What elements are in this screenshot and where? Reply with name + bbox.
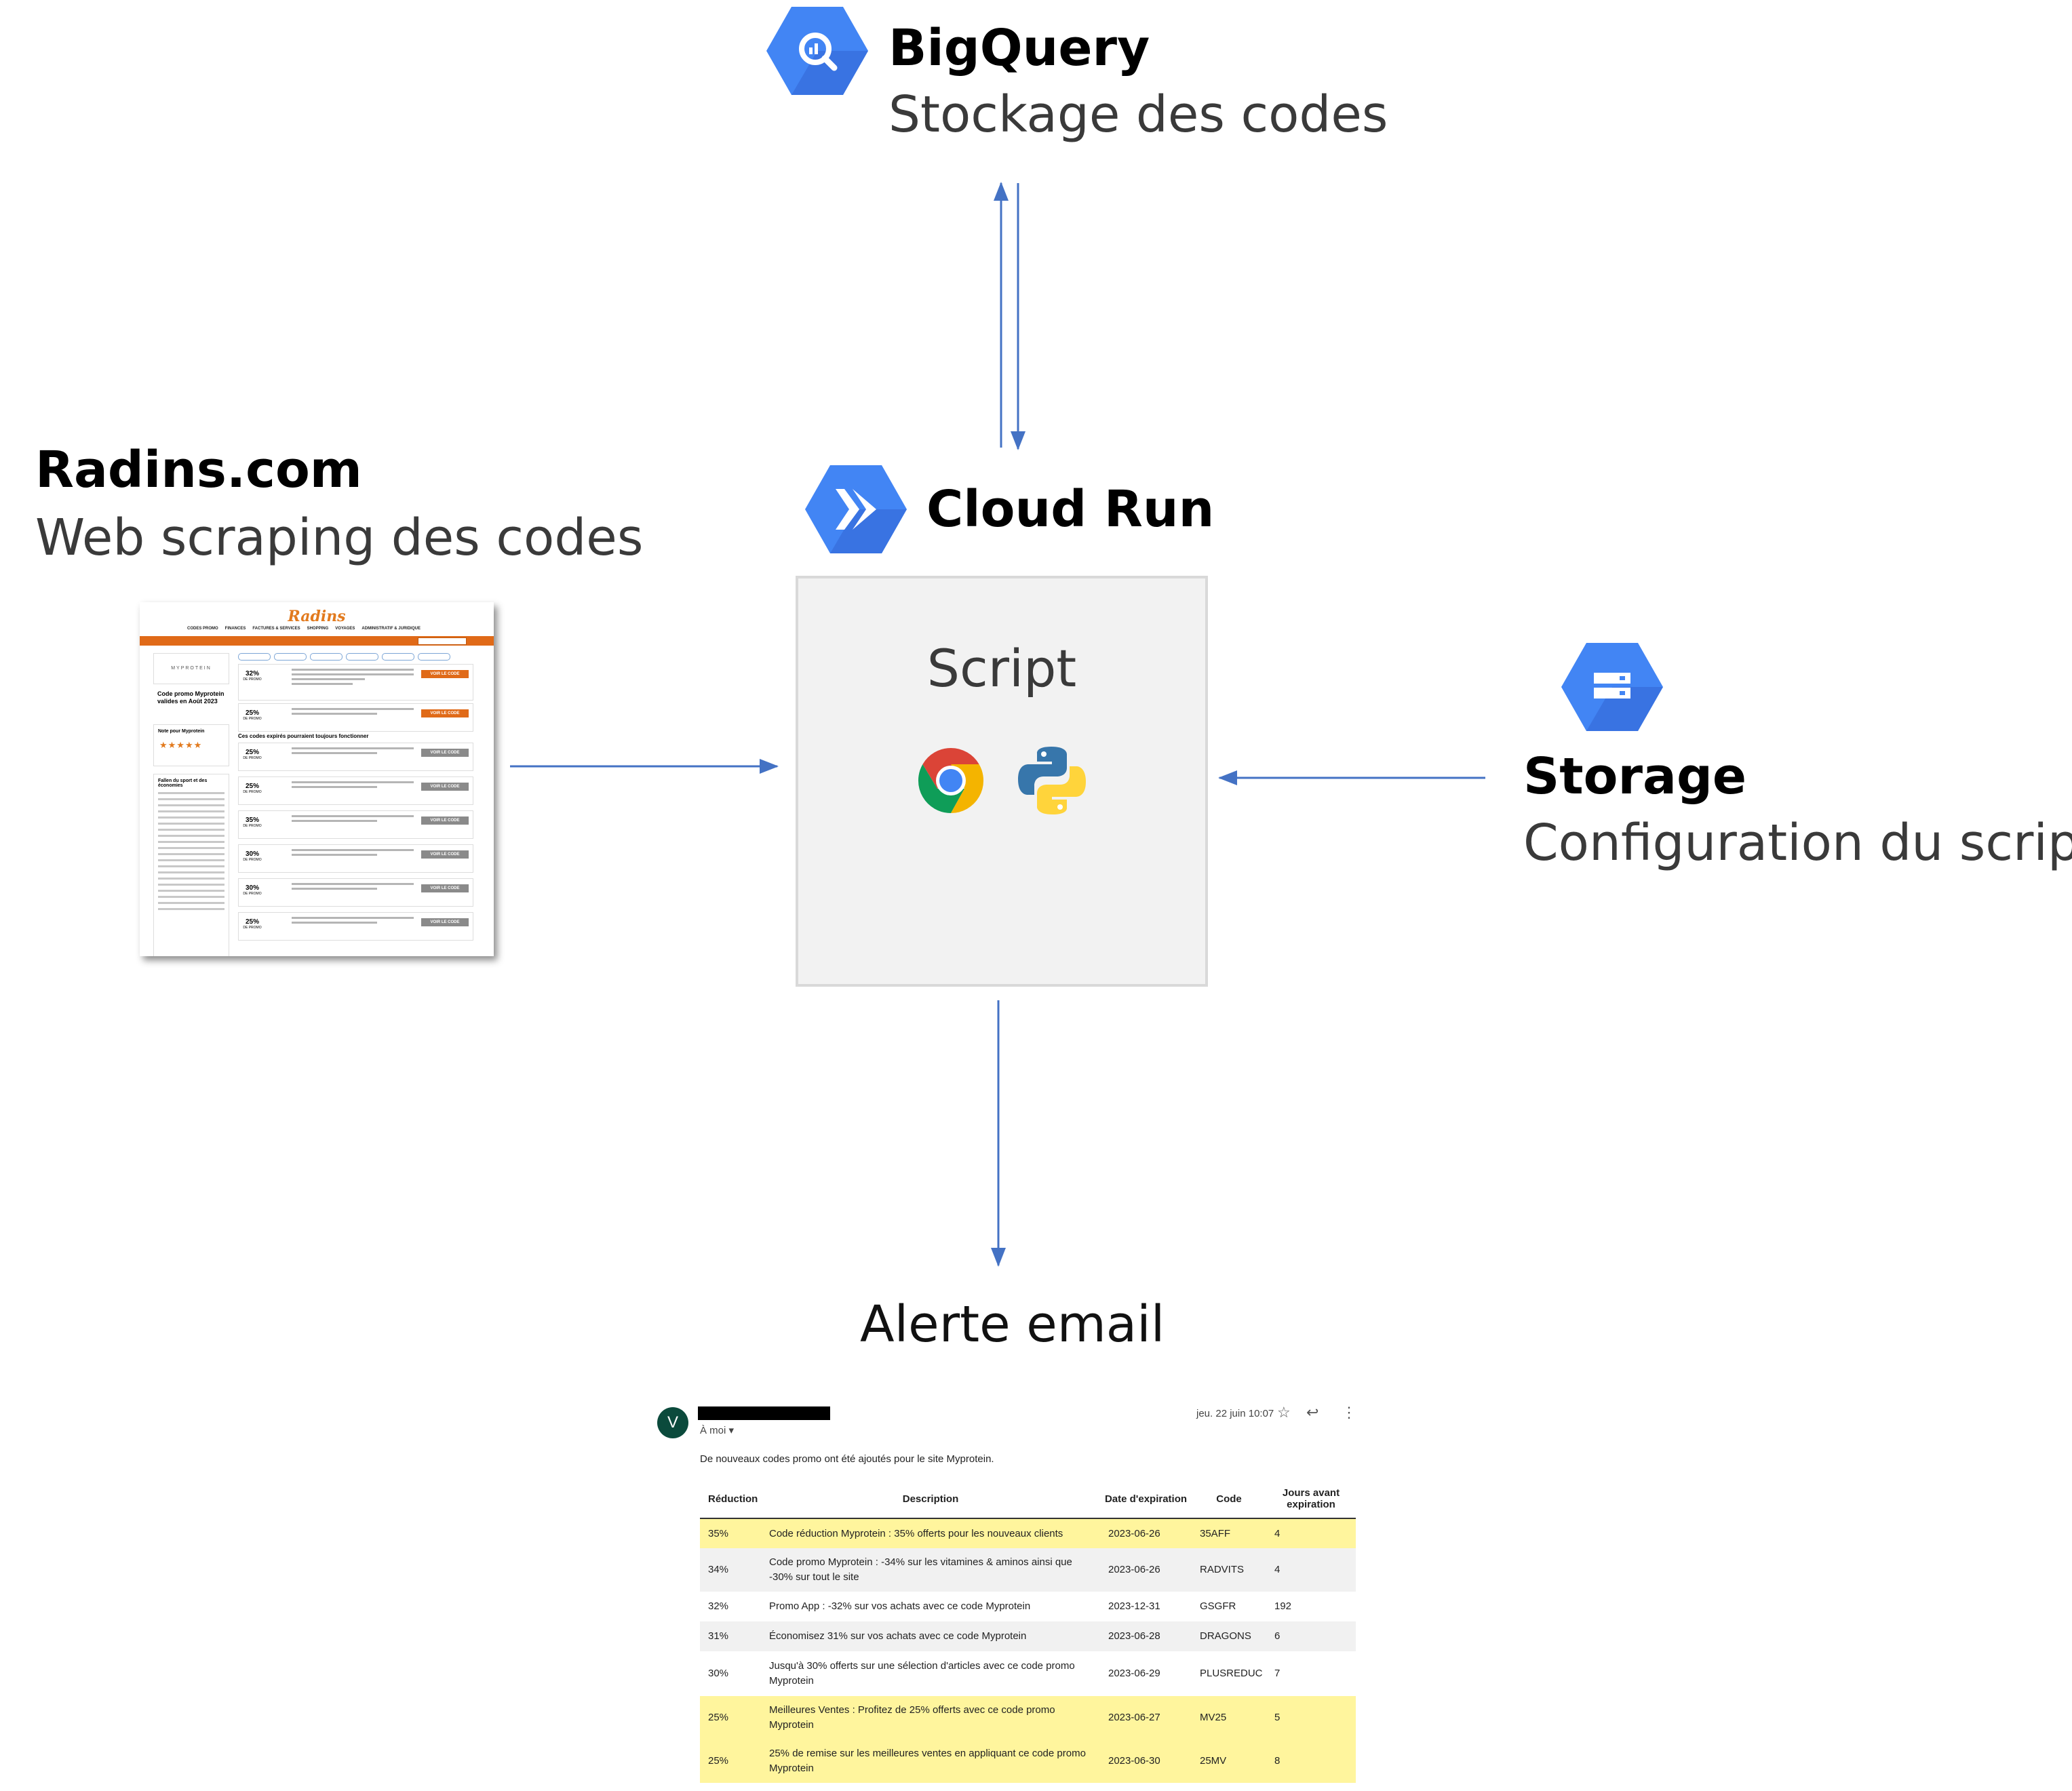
radins-subtitle: Web scraping des codes xyxy=(35,509,644,567)
col-reduction: Réduction xyxy=(700,1480,761,1519)
see-code-button[interactable]: VOIR LE CODE xyxy=(421,670,469,678)
nav-item: SHOPPING xyxy=(307,627,329,631)
rating-label: Note pour Myprotein xyxy=(158,729,205,734)
bigquery-icon xyxy=(766,7,868,95)
more-options-icon[interactable]: ⋮ xyxy=(1342,1404,1356,1421)
promo-card: 25%DE PROMO VOIR LE CODE xyxy=(238,776,473,805)
myprotein-logo: MYPROTEIN xyxy=(153,653,229,684)
table-row: 35%Code réduction Myprotein : 35% offert… xyxy=(700,1518,1356,1548)
storage-icon xyxy=(1561,643,1663,731)
see-code-button[interactable]: VOIR LE CODE xyxy=(421,749,469,757)
nav-item: CODES PROMO xyxy=(187,627,218,631)
cloud-run-title: Cloud Run xyxy=(926,480,1215,538)
see-code-button[interactable]: VOIR LE CODE xyxy=(421,918,469,926)
promo-codes-table: Réduction Description Date d'expiration … xyxy=(700,1480,1356,1783)
table-row: 32%Promo App : -32% sur vos achats avec … xyxy=(700,1592,1356,1621)
promo-card: 25%DE PROMO VOIR LE CODE xyxy=(238,743,473,771)
radins-rating: Note pour Myprotein ★★★★★ xyxy=(153,724,229,766)
radins-title: Radins.com xyxy=(35,441,362,499)
promo-card: 32%DE PROMO VOIR LE CODE xyxy=(238,664,473,701)
radins-logo: Radins xyxy=(288,608,346,625)
reply-icon[interactable]: ↩ xyxy=(1306,1404,1319,1421)
nav-item: FINANCES xyxy=(224,627,246,631)
rating-stars: ★★★★★ xyxy=(159,740,203,750)
promo-card: 30%DE PROMO VOIR LE CODE xyxy=(238,878,473,907)
storage-subtitle: Configuration du script xyxy=(1523,814,2072,872)
radins-nav: CODES PROMO FINANCES FACTURES & SERVICES… xyxy=(187,627,473,631)
cloud-run-icon xyxy=(805,465,907,553)
script-container: Script xyxy=(796,576,1208,987)
table-row: 34%Code promo Myprotein : -34% sur les v… xyxy=(700,1548,1356,1592)
promo-card: 30%DE PROMO VOIR LE CODE xyxy=(238,844,473,873)
col-date: Date d'expiration xyxy=(1100,1480,1192,1519)
email-intro: De nouveaux codes promo ont été ajoutés … xyxy=(700,1453,994,1465)
promo-card: 25%DE PROMO VOIR LE CODE xyxy=(238,912,473,941)
nav-item: ADMINISTRATIF & JURIDIQUE xyxy=(361,627,421,631)
sender-avatar: V xyxy=(657,1407,688,1438)
col-code: Code xyxy=(1192,1480,1266,1519)
side-heading: Fallen du sport et des économies xyxy=(158,779,208,788)
email-date: jeu. 22 juin 10:07 xyxy=(1196,1408,1274,1419)
python-icon xyxy=(1015,744,1089,821)
radins-search xyxy=(418,637,467,645)
expired-heading: Ces codes expirés pourraient toujours fo… xyxy=(238,733,369,739)
radins-main: 32%DE PROMO VOIR LE CODE 25%DE PROMO VOI… xyxy=(238,653,475,956)
col-description: Description xyxy=(761,1480,1100,1519)
radins-sidebar: MYPROTEIN Code promo Myprotein valides e… xyxy=(153,653,231,956)
radins-screenshot: Radins CODES PROMO FINANCES FACTURES & S… xyxy=(140,602,494,956)
promo-card: 25%DE PROMO VOIR LE CODE xyxy=(238,703,473,732)
alert-title: Alerte email xyxy=(860,1295,1165,1354)
col-days: Jours avant expiration xyxy=(1266,1480,1356,1519)
table-row: 25%25% de remise sur les meilleures vent… xyxy=(700,1739,1356,1783)
see-code-button[interactable]: VOIR LE CODE xyxy=(421,850,469,859)
see-code-button[interactable]: VOIR LE CODE xyxy=(421,783,469,791)
star-icon[interactable]: ☆ xyxy=(1277,1404,1291,1421)
table-row: 31%Économisez 31% sur vos achats avec ce… xyxy=(700,1621,1356,1651)
redacted-sender xyxy=(698,1406,830,1420)
chrome-icon xyxy=(917,747,985,818)
bigquery-subtitle: Stockage des codes xyxy=(888,85,1388,144)
bigquery-title: BigQuery xyxy=(888,19,1150,77)
table-row: 30%Jusqu'à 30% offerts sur une sélection… xyxy=(700,1651,1356,1696)
see-code-button[interactable]: VOIR LE CODE xyxy=(421,709,469,717)
radins-filters xyxy=(238,653,450,661)
see-code-button[interactable]: VOIR LE CODE xyxy=(421,884,469,892)
radins-orange-bar xyxy=(140,636,494,646)
script-label: Script xyxy=(926,638,1077,698)
table-header: Réduction Description Date d'expiration … xyxy=(700,1480,1356,1519)
radins-page-title: Code promo Myprotein valides en Août 202… xyxy=(157,690,224,705)
nav-item: FACTURES & SERVICES xyxy=(252,627,300,631)
table-row: 25%Meilleures Ventes : Profitez de 25% o… xyxy=(700,1696,1356,1739)
radins-side-text: Fallen du sport et des économies xyxy=(153,774,229,956)
recipient-dropdown[interactable]: À moi ▾ xyxy=(700,1425,735,1436)
promo-card: 35%DE PROMO VOIR LE CODE xyxy=(238,810,473,839)
see-code-button[interactable]: VOIR LE CODE xyxy=(421,816,469,825)
nav-item: VOYAGES xyxy=(335,627,355,631)
storage-title: Storage xyxy=(1523,747,1747,806)
